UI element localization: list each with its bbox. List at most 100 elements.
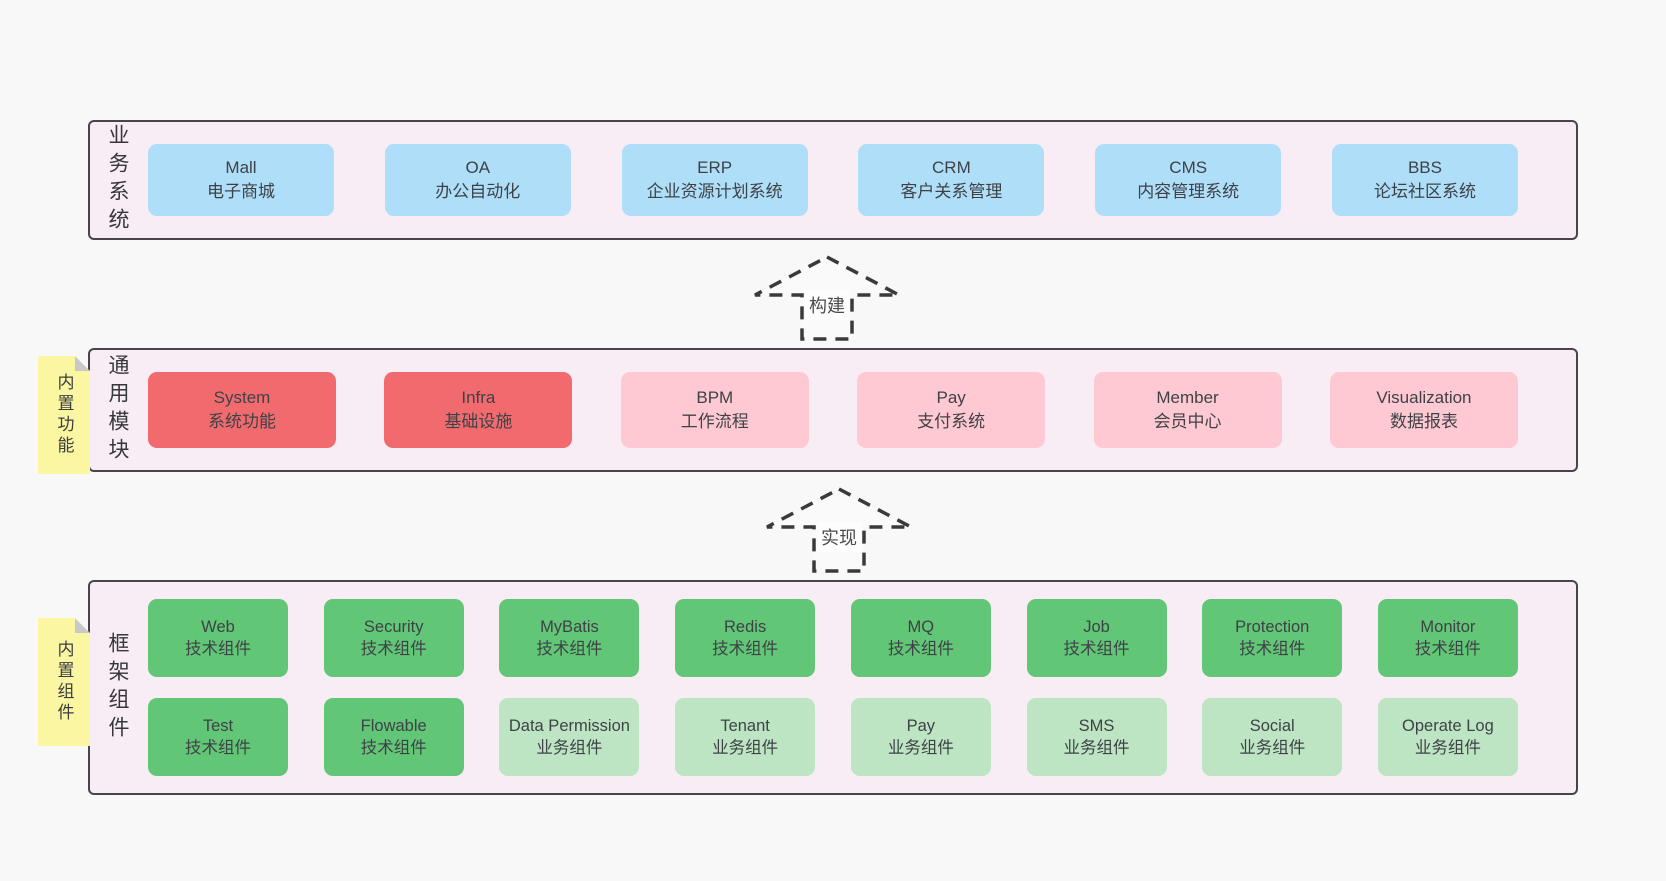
arrow-build-label: 构建 xyxy=(805,290,849,320)
node-name: Protection xyxy=(1235,618,1310,636)
layer-label-framework-components: 框架组件 xyxy=(100,582,134,793)
layer-label-common-modules: 通用模块 xyxy=(100,350,134,470)
node-name: Monitor xyxy=(1420,618,1476,636)
node-infra: Infra 基础设施 xyxy=(384,372,573,448)
node-crm: CRM 客户关系管理 xyxy=(858,144,1045,216)
node-name: Tenant xyxy=(720,717,770,735)
node-desc: 客户关系管理 xyxy=(900,182,1003,201)
node-cms: CMS 内容管理系统 xyxy=(1095,144,1282,216)
node-desc: 工作流程 xyxy=(680,412,749,431)
node-erp: ERP 企业资源计划系统 xyxy=(621,144,808,216)
node-name: Infra xyxy=(461,388,496,407)
node-sms: SMS 业务组件 xyxy=(1026,698,1167,776)
node-name: Test xyxy=(202,717,234,735)
node-pay: Pay 业务组件 xyxy=(850,698,991,776)
layer-label-text: 框架组件 xyxy=(106,631,129,744)
node-mall: Mall 电子商城 xyxy=(148,144,334,216)
box-row: System 系统功能 Infra 基础设施 BPM 工作流程 Pay 支付系统 Member 会… xyxy=(148,372,1518,448)
node-web: Web 技术组件 xyxy=(148,599,288,677)
node-desc: 支付系统 xyxy=(917,412,986,431)
node-desc: 技术组件 xyxy=(360,739,427,757)
sticky-note-builtin-components: 内置组件 xyxy=(38,618,90,746)
node-name: SMS xyxy=(1078,717,1115,735)
node-name: Member xyxy=(1156,388,1219,407)
layer-label-business-systems: 业务系统 xyxy=(100,122,134,238)
node-name: CMS xyxy=(1169,158,1208,177)
arrow-build: 构建 xyxy=(752,254,902,342)
node-name: System xyxy=(213,388,271,407)
node-desc: 技术组件 xyxy=(1063,640,1130,658)
node-name: Pay xyxy=(936,388,966,407)
arrow-implement-label: 实现 xyxy=(817,522,861,552)
node-name: Pay xyxy=(906,717,936,735)
node-desc: 技术组件 xyxy=(536,640,603,658)
node-social: Social 业务组件 xyxy=(1202,698,1343,776)
node-monitor: Monitor 技术组件 xyxy=(1377,599,1518,677)
node-desc: 业务组件 xyxy=(712,739,779,757)
node-name: BPM xyxy=(696,388,734,407)
layer-label-text: 通用模块 xyxy=(106,354,129,466)
layer-boxes-area: Mall 电子商城 OA 办公自动化 ERP 企业资源计划系统 CRM 客户关系管理 CMS 内容… xyxy=(148,122,1518,238)
node-name: Security xyxy=(363,618,424,636)
node-desc: 技术组件 xyxy=(185,640,251,658)
node-system: System 系统功能 xyxy=(148,372,336,448)
node-desc: 技术组件 xyxy=(887,640,954,658)
node-oa: OA 办公自动化 xyxy=(384,144,571,216)
node-desc: 业务组件 xyxy=(887,739,954,757)
layer-label-text: 业务系统 xyxy=(106,124,129,236)
node-pay: Pay 支付系统 xyxy=(857,372,1046,448)
node-desc: 会员中心 xyxy=(1153,412,1222,431)
node-visualization: Visualization 数据报表 xyxy=(1329,372,1518,448)
sticky-note-builtin-functions: 内置功能 xyxy=(38,356,90,474)
layer-business-systems: 业务系统 Mall 电子商城 OA 办公自动化 ERP 企业资源计划系统 CRM 客户关系管理… xyxy=(88,120,1578,240)
node-desc: 技术组件 xyxy=(1414,640,1481,658)
node-desc: 电子商城 xyxy=(207,182,275,201)
node-name: Operate Log xyxy=(1402,717,1494,735)
node-desc: 内容管理系统 xyxy=(1137,182,1240,201)
node-name: BBS xyxy=(1407,158,1442,177)
node-desc: 业务组件 xyxy=(1239,739,1306,757)
node-data-permission: Data Permission 业务组件 xyxy=(499,698,640,776)
node-name: Mall xyxy=(225,158,257,177)
node-tenant: Tenant 业务组件 xyxy=(675,698,816,776)
node-bpm: BPM 工作流程 xyxy=(620,372,809,448)
node-desc: 数据报表 xyxy=(1389,412,1458,431)
layer-common-modules: 通用模块 System 系统功能 Infra 基础设施 BPM 工作流程 Pay 支付系统 Me… xyxy=(88,348,1578,472)
node-desc: 系统功能 xyxy=(208,412,276,431)
sticky-note-text: 内置组件 xyxy=(54,640,74,724)
node-name: Flowable xyxy=(360,717,427,735)
node-desc: 论坛社区系统 xyxy=(1373,182,1476,201)
node-bbs: BBS 论坛社区系统 xyxy=(1331,144,1518,216)
node-name: Social xyxy=(1249,717,1295,735)
node-desc: 业务组件 xyxy=(536,739,603,757)
node-name: Job xyxy=(1083,618,1110,636)
node-name: CRM xyxy=(932,158,971,177)
layer-boxes-area: System 系统功能 Infra 基础设施 BPM 工作流程 Pay 支付系统 Member 会… xyxy=(148,350,1518,470)
node-name: OA xyxy=(465,158,491,177)
sticky-note-text: 内置功能 xyxy=(54,373,74,457)
node-name: Visualization xyxy=(1376,388,1472,407)
box-row: Mall 电子商城 OA 办公自动化 ERP 企业资源计划系统 CRM 客户关系管理 CMS 内容… xyxy=(148,144,1518,216)
node-desc: 办公自动化 xyxy=(435,182,521,201)
node-desc: 企业资源计划系统 xyxy=(646,182,783,201)
node-name: ERP xyxy=(697,158,733,177)
node-name: Redis xyxy=(724,618,767,636)
node-desc: 业务组件 xyxy=(1063,739,1130,757)
arrow-implement: 实现 xyxy=(764,486,914,574)
node-member: Member 会员中心 xyxy=(1093,372,1282,448)
node-desc: 业务组件 xyxy=(1414,739,1481,757)
node-name: Web xyxy=(201,618,235,636)
node-flowable: Flowable 技术组件 xyxy=(323,698,464,776)
node-desc: 基础设施 xyxy=(444,412,513,431)
node-name: Data Permission xyxy=(508,717,630,735)
